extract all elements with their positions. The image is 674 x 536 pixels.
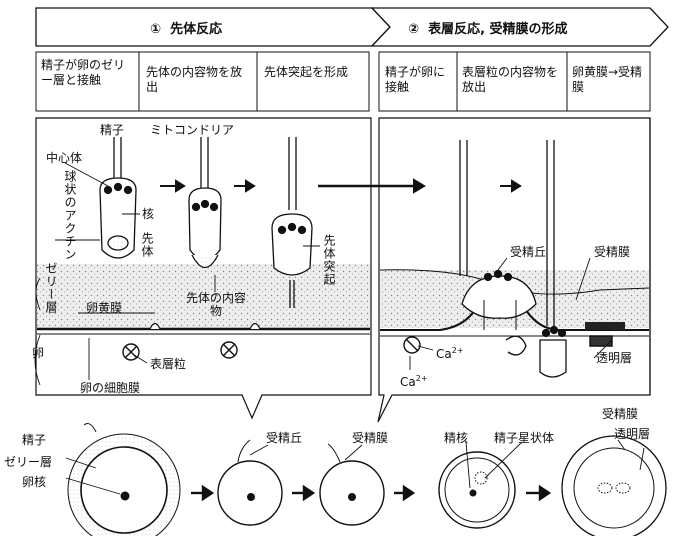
label-cortical-granule: 表層粒 bbox=[150, 357, 187, 371]
egg-stage-4 bbox=[438, 451, 516, 529]
step-4: 精子が卵に接触 bbox=[385, 65, 446, 94]
bottom-arrows bbox=[191, 484, 552, 502]
label-sperm: 精子 bbox=[100, 123, 125, 137]
cortical-granules bbox=[122, 341, 238, 361]
label-calcium-2: Ca2+ bbox=[400, 372, 428, 389]
bottom-label-fertilization-membrane: 受精膜 bbox=[352, 431, 389, 445]
label-jelly-layer: ゼリー層 bbox=[44, 262, 58, 314]
bottom-label-hyaline-layer: 透明層 bbox=[614, 427, 651, 441]
step-3: 先体突起を形成 bbox=[264, 65, 349, 79]
calcium-symbol: Ca bbox=[436, 347, 452, 361]
egg-stage-5 bbox=[561, 435, 667, 536]
calcium-symbol-2: Ca bbox=[400, 375, 416, 389]
label-mitochondria: ミトコンドリア bbox=[150, 123, 235, 137]
label-centriole: 中心体 bbox=[46, 151, 83, 165]
step-2: 先体の内容物を放出 bbox=[146, 65, 243, 94]
bottom-label-sperm-nucleus: 精核 bbox=[444, 431, 469, 445]
label-vitelline-membrane: 卵黄膜 bbox=[86, 301, 123, 315]
calcium-charge-2: 2+ bbox=[415, 374, 428, 383]
label-fertilization-cone: 受精丘 bbox=[510, 245, 547, 259]
label-hyaline-layer: 透明層 bbox=[596, 351, 633, 365]
egg-stage-3 bbox=[319, 443, 385, 526]
bottom-label-jelly-layer: ゼリー層 bbox=[4, 455, 53, 469]
stage2-label: 表層反応, 受精膜の形成 bbox=[428, 22, 568, 37]
label-acrosome: 先体 bbox=[140, 232, 154, 258]
bottom-label-fertilization-cone: 受精丘 bbox=[266, 431, 303, 445]
step-1: 精子が卵のゼリー層と接触 bbox=[41, 58, 126, 87]
label-acrosome-contents: 先体の内容物 bbox=[186, 291, 247, 318]
label-calcium-1: Ca2+ bbox=[436, 344, 464, 361]
label-acrosomal-process: 先体突起 bbox=[322, 234, 336, 286]
stage2-title: ② 表層反応, 受精膜の形成 bbox=[408, 18, 568, 37]
cortical-granules-2 bbox=[403, 335, 613, 356]
bottom-label-sperm: 精子 bbox=[22, 433, 47, 447]
calcium-charge: 2+ bbox=[451, 346, 464, 355]
bottom-label-sperm-aster: 精子星状体 bbox=[494, 431, 555, 445]
label-egg-plasma-membrane: 卵の細胞膜 bbox=[80, 381, 141, 395]
step-6: 卵黄膜→受精膜 bbox=[572, 65, 643, 94]
jelly-layer-band-1 bbox=[37, 264, 370, 328]
sperm-1 bbox=[99, 137, 137, 259]
sperm-3 bbox=[271, 137, 313, 308]
label-egg: 卵 bbox=[32, 346, 45, 360]
sperm-4 bbox=[459, 140, 513, 282]
sequence-arrows bbox=[160, 178, 522, 194]
bottom-label-fertilization-membrane-2: 受精膜 bbox=[602, 407, 639, 421]
steps-table bbox=[35, 51, 651, 112]
sperm-2 bbox=[188, 137, 222, 269]
stage1-label: 先体反応 bbox=[170, 22, 223, 37]
egg-stage-1 bbox=[67, 423, 181, 536]
stage2-number: ② bbox=[408, 22, 420, 37]
membrane-bumps bbox=[149, 322, 261, 330]
stage1-title: ① 先体反応 bbox=[150, 18, 222, 37]
sperm-5 bbox=[539, 140, 567, 378]
step-5: 表層粒の内容物を放出 bbox=[462, 65, 559, 94]
label-nucleus: 核 bbox=[142, 207, 155, 221]
egg-stage-2 bbox=[217, 439, 283, 526]
stage2-banner bbox=[370, 7, 669, 47]
label-actin: 球状のアクチン bbox=[63, 170, 77, 261]
label-fertilization-membrane: 受精膜 bbox=[594, 245, 631, 259]
bottom-label-egg-nucleus: 卵核 bbox=[22, 475, 47, 489]
stage1-number: ① bbox=[150, 22, 162, 37]
